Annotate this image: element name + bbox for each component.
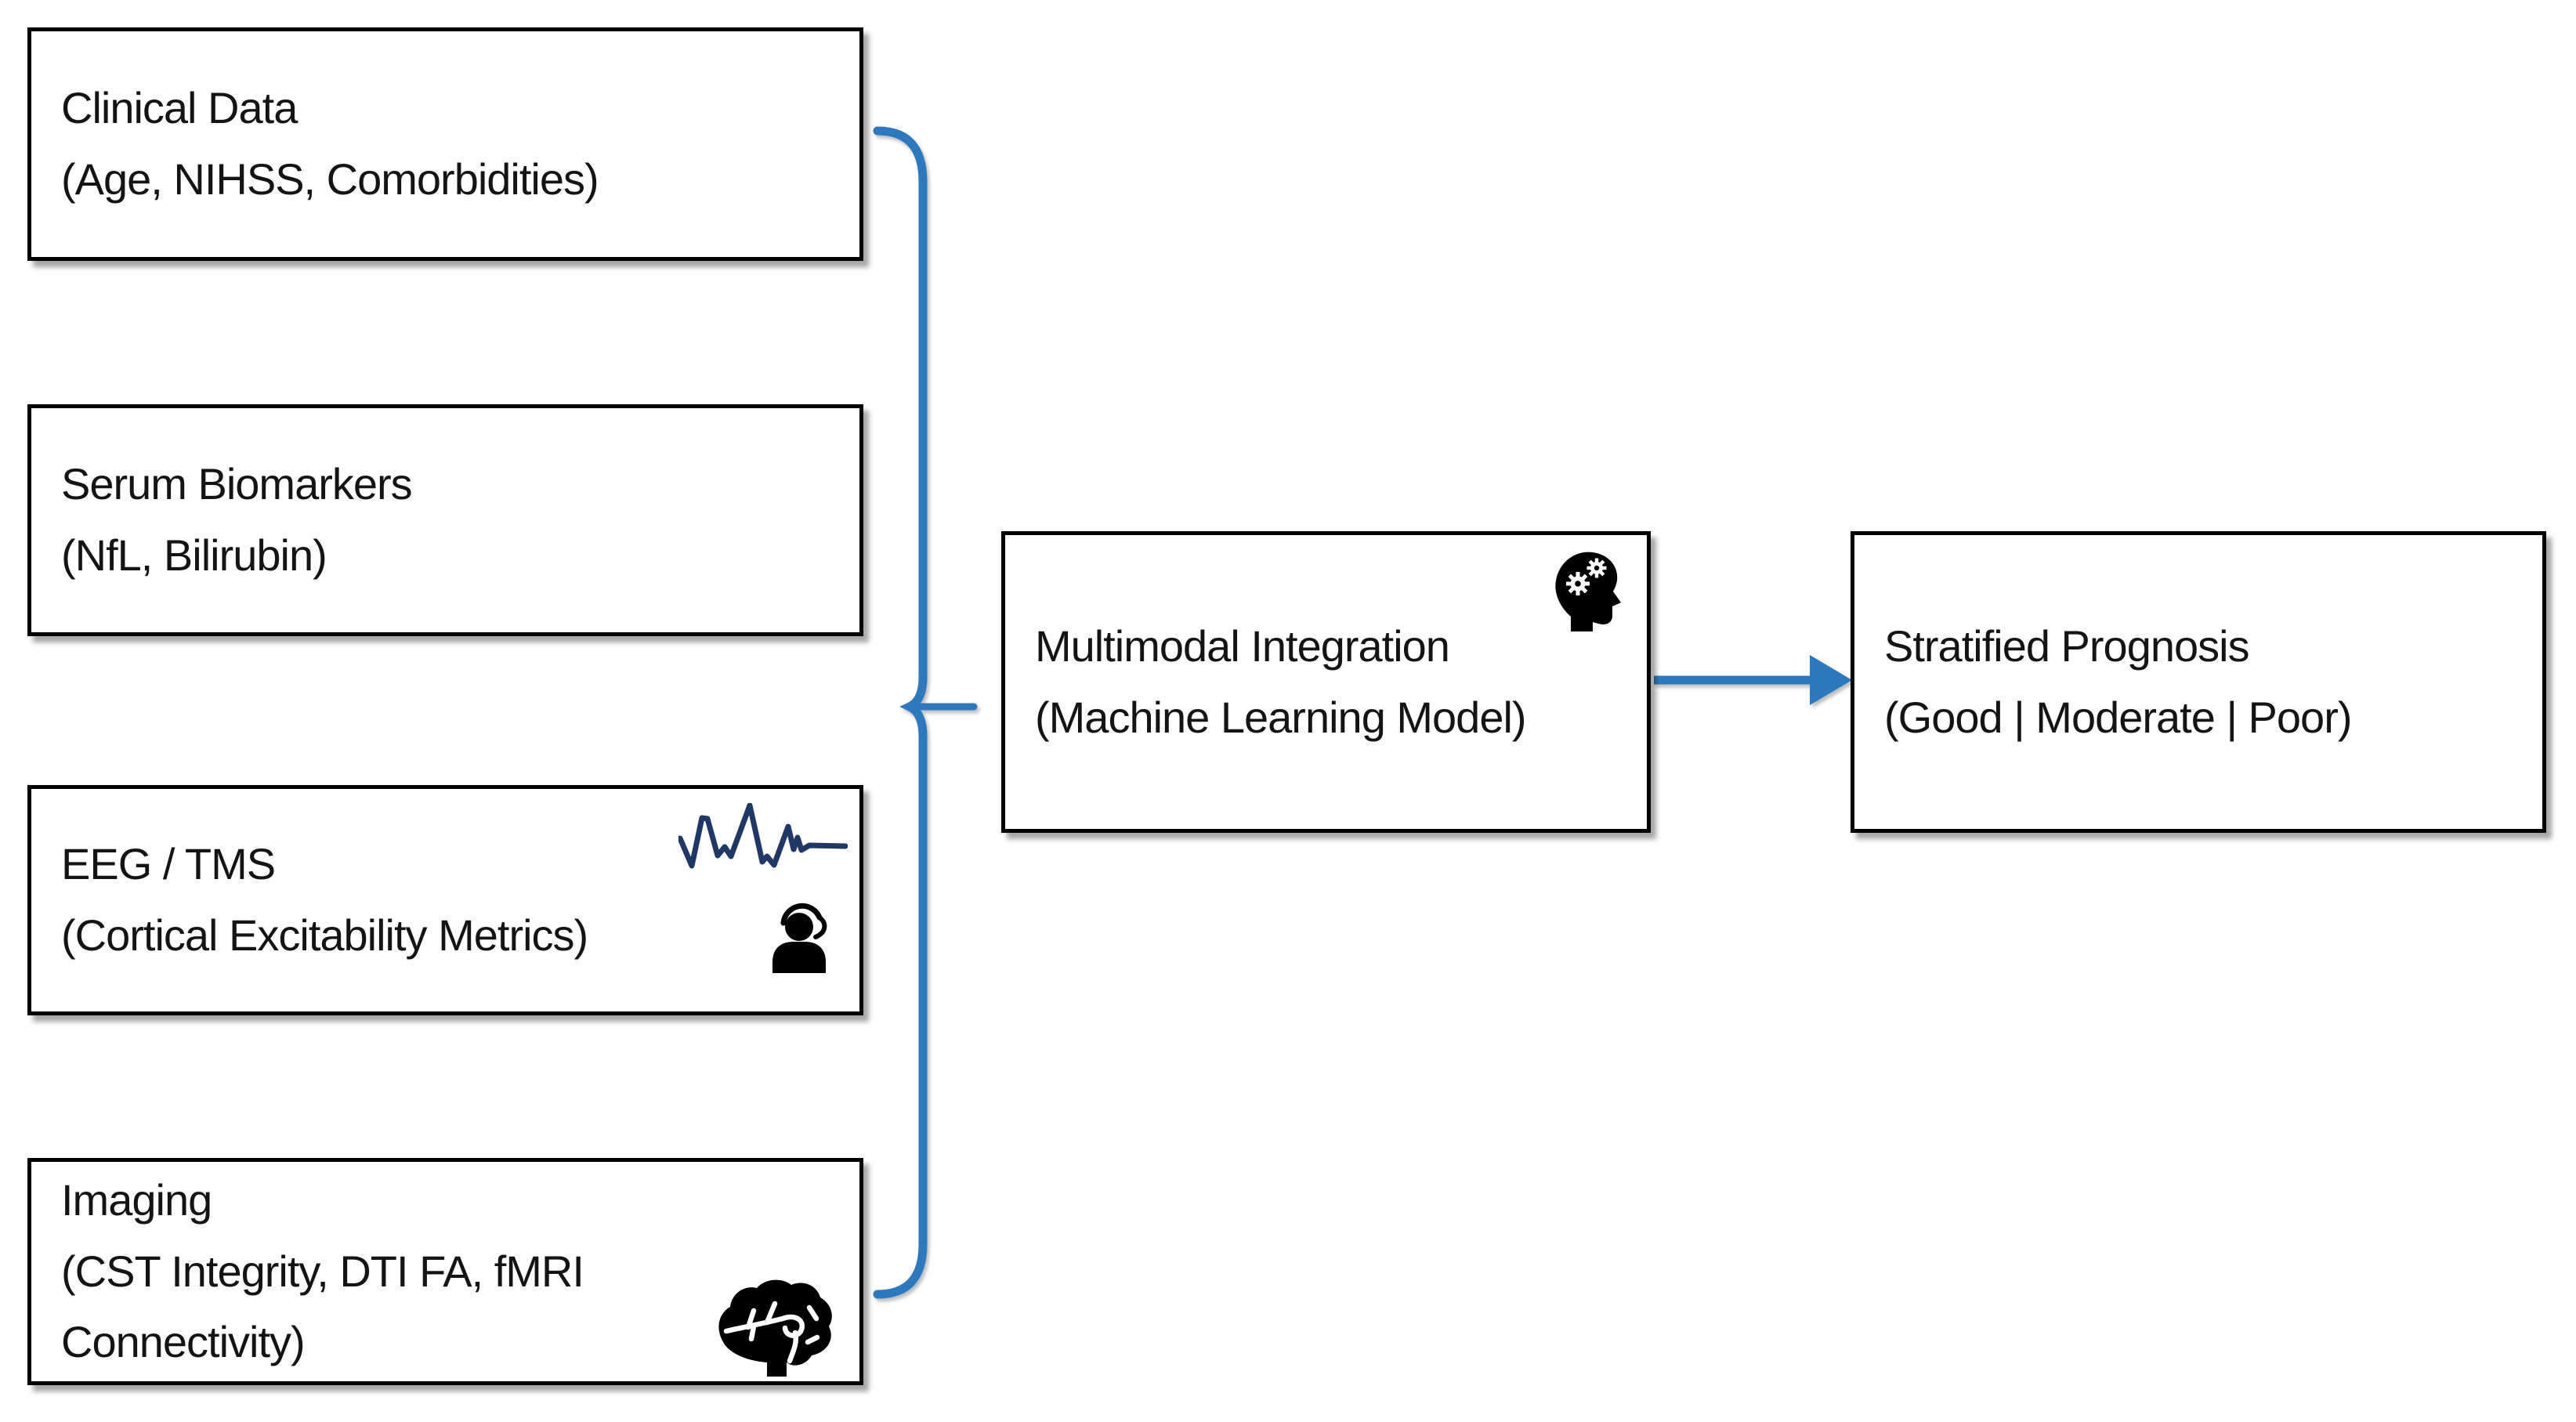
imaging-title: Imaging: [61, 1174, 212, 1225]
multimodal-integration-box: Multimodal Integration (Machine Learning…: [1001, 531, 1651, 833]
head-gears-icon: [1552, 551, 1624, 631]
serum-biomarkers-detail: (NfL, Bilirubin): [61, 530, 327, 580]
stratified-prognosis-box: Stratified Prognosis (Good | Moderate | …: [1851, 531, 2546, 833]
imaging-box: Imaging (CST Integrity, DTI FA, fMRI Con…: [27, 1158, 863, 1385]
brain-icon: [717, 1279, 837, 1377]
arrow-head-icon: [1810, 655, 1852, 705]
eeg-tms-title: EEG / TMS: [61, 839, 276, 889]
gear-small: [1586, 558, 1607, 578]
eeg-tms-detail: (Cortical Excitability Metrics): [61, 910, 588, 960]
eeg-waveform-icon: [678, 803, 848, 874]
gear-large: [1566, 572, 1590, 595]
integration-title: Multimodal Integration: [1035, 621, 1450, 671]
serum-biomarkers-title: Serum Biomarkers: [61, 459, 413, 509]
prognosis-detail: (Good | Moderate | Poor): [1884, 692, 2352, 742]
prognosis-title: Stratified Prognosis: [1884, 621, 2250, 671]
integration-detail: (Machine Learning Model): [1035, 692, 1527, 742]
grouping-brace: [873, 126, 928, 1299]
person-headset-icon: [770, 899, 838, 973]
eeg-tms-box: EEG / TMS (Cortical Excitability Metrics…: [27, 785, 863, 1015]
clinical-data-detail: (Age, NIHSS, Comorbidities): [61, 154, 599, 204]
clinical-data-box: Clinical Data (Age, NIHSS, Comorbidities…: [27, 27, 863, 261]
serum-biomarkers-box: Serum Biomarkers (NfL, Bilirubin): [27, 404, 863, 636]
clinical-data-title: Clinical Data: [61, 83, 298, 133]
imaging-detail: (CST Integrity, DTI FA, fMRI Connectivit…: [61, 1246, 584, 1367]
